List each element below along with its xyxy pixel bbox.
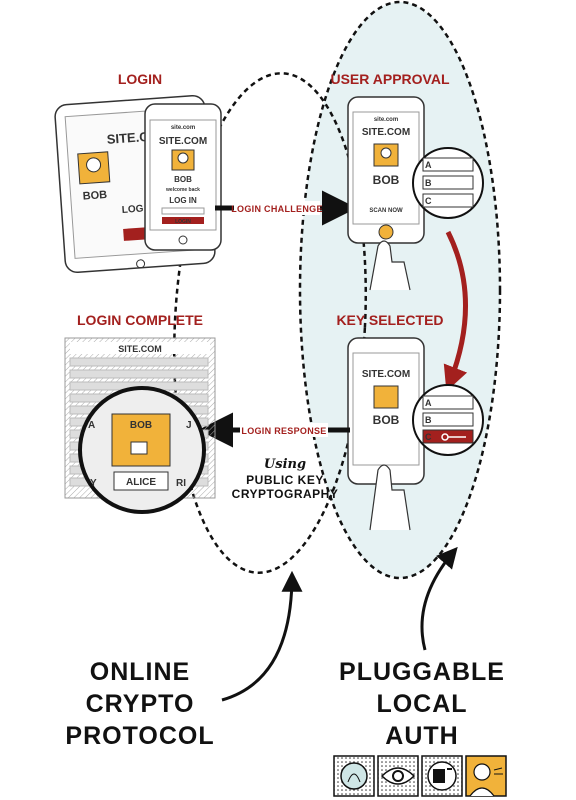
grid-alice: ALICE bbox=[126, 477, 156, 488]
key-selection-arrow bbox=[443, 230, 468, 392]
user-approval-label: USER APPROVAL bbox=[330, 71, 449, 87]
approval-user: BOB bbox=[373, 173, 400, 187]
public-key-text: PUBLIC KEY bbox=[246, 473, 324, 487]
key-selected-label: KEY SELECTED bbox=[336, 312, 443, 328]
fingerprint-icon bbox=[333, 755, 375, 797]
phone-user: BOB bbox=[174, 175, 192, 184]
grid-left: A bbox=[88, 420, 95, 431]
key-selector-selected: A B C bbox=[412, 384, 484, 456]
using-text: Using bbox=[264, 457, 306, 472]
phone-device-selected: SITE.COM BOB bbox=[347, 337, 425, 531]
online-text: ONLINE bbox=[90, 658, 190, 686]
key-selector-approval: A B C bbox=[412, 147, 484, 219]
card-reader-icon bbox=[421, 755, 463, 797]
selected-site: SITE.COM bbox=[362, 369, 410, 380]
phone-device-login: site.com SITE.COM BOB welcome back LOG I… bbox=[144, 103, 222, 251]
login-response-arrow: LOGIN RESPONSE bbox=[198, 412, 350, 448]
grid-bob: BOB bbox=[130, 420, 152, 431]
approval-site-small: site.com bbox=[374, 117, 398, 123]
selected-user: BOB bbox=[373, 413, 400, 427]
grid-bottom-right: RI bbox=[176, 478, 186, 489]
login-complete-label: LOGIN COMPLETE bbox=[77, 312, 203, 328]
phone-device-approval: site.com SITE.COM BOB SCAN NOW bbox=[347, 96, 425, 291]
magnifier: BOB ALICE A J Y RI bbox=[78, 386, 206, 514]
tablet-user: BOB bbox=[82, 189, 107, 203]
phone-site-small: site.com bbox=[171, 125, 195, 131]
phone-site: SITE.COM bbox=[159, 136, 207, 147]
key-c-1: C bbox=[425, 196, 432, 206]
phone-welcome: welcome back bbox=[165, 187, 200, 193]
approval-site: SITE.COM bbox=[362, 127, 410, 138]
grid-right: J bbox=[186, 420, 192, 431]
eye-icon bbox=[377, 755, 419, 797]
login-challenge-arrow: LOGIN CHALLENGE bbox=[215, 190, 357, 226]
phone-login-button: LOGIN bbox=[175, 219, 191, 225]
pluggable-text: PLUGGABLE bbox=[339, 658, 505, 686]
protocol-pointer-arrow bbox=[221, 570, 303, 702]
login-challenge-label: LOGIN CHALLENGE bbox=[231, 204, 323, 214]
auth-text: AUTH bbox=[385, 722, 458, 750]
phone-login-text: LOG IN bbox=[169, 196, 197, 205]
approval-scan: SCAN NOW bbox=[369, 208, 403, 214]
local-text: LOCAL bbox=[376, 690, 467, 718]
key-b-1: B bbox=[425, 178, 432, 188]
protocol-text: PROTOCOL bbox=[65, 722, 214, 750]
grid-site: SITE.COM bbox=[118, 344, 162, 354]
cryptography-text: CRYPTOGRAPHY bbox=[232, 487, 339, 501]
key-a-2: A bbox=[425, 398, 432, 408]
auth-pointer-arrow bbox=[420, 546, 458, 651]
login-response-label: LOGIN RESPONSE bbox=[241, 426, 326, 436]
key-c-2: C bbox=[425, 432, 432, 442]
key-b-2: B bbox=[425, 415, 432, 425]
login-label: LOGIN bbox=[118, 71, 162, 87]
grid-bottom-left: Y bbox=[90, 478, 97, 489]
crypto-text: CRYPTO bbox=[86, 690, 195, 718]
voice-icon bbox=[465, 755, 507, 797]
key-a-1: A bbox=[425, 160, 432, 170]
crypto-loop bbox=[172, 72, 368, 574]
